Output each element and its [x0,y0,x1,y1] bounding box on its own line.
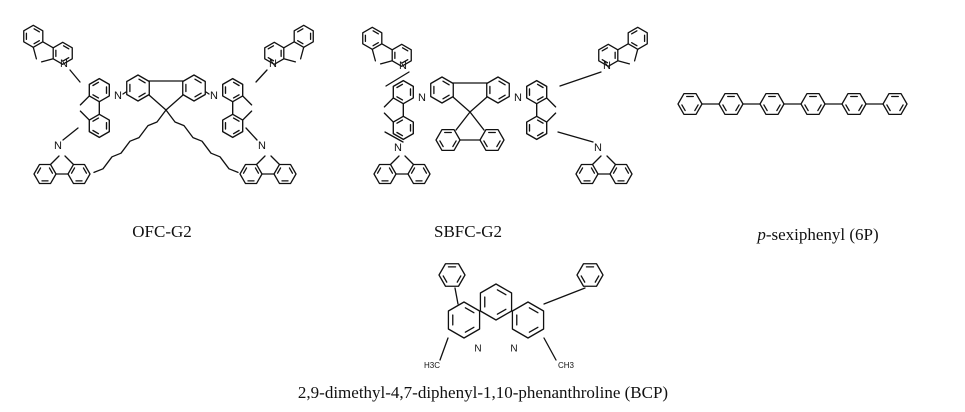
nitrogen-label: N [54,140,62,152]
carbazole-unit [222,77,253,139]
nitrogen-label: N [210,90,218,102]
phenyl-ring-4 [800,92,826,116]
molecule-ofc-g2: N N N N N N [23,24,314,185]
carbazole-unit [383,79,414,141]
carbazole-unit [598,26,648,67]
octyl-chain-left [93,109,167,174]
nitrogen-label: N [399,60,407,72]
phenyl-ring-6 [882,92,908,116]
carbazole-unit [373,155,431,185]
phenanthroline-ring-center [479,283,513,321]
methyl-label-right: CH3 [558,361,575,370]
nitrogen-label: N [510,344,517,355]
phenyl-ring-right [576,263,604,287]
caption-sbfc-g2: SBFC-G2 [433,222,503,241]
carbazole-unit [362,26,412,67]
phenanthroline-ring-right [511,301,545,339]
nitrogen-label: N [258,140,266,152]
carbazole-unit [23,24,73,65]
molecule-sbfc-g2: N N N N N N [362,26,648,185]
carbazole-ring-left [362,26,383,50]
carbazole-unit [33,155,91,185]
methyl-label-left: H3C [424,361,440,370]
molecule-sexiphenyl [677,92,908,116]
phenyl-ring-1 [677,92,703,116]
molecule-bcp: N N H3C CH3 [424,263,604,370]
carbazole-ring-right [627,26,648,50]
carbazole-ring-left [23,24,44,48]
carbazole-unit [79,77,110,139]
nitrogen-label: N [394,142,402,154]
phenyl-ring-5 [841,92,867,116]
phenyl-ring-2 [718,92,744,116]
nitrogen-label: N [114,90,122,102]
nitrogen-label: N [594,142,602,154]
phenyl-ring-3 [759,92,785,116]
carbazole-unit [575,155,633,185]
carbazole-unit [264,24,314,65]
phenanthroline-ring-left [447,301,481,339]
nitrogen-label: N [60,58,68,70]
caption-bcp: 2,9-dimethyl-4,7-diphenyl-1,10-phenanthr… [297,383,669,402]
nitrogen-label: N [418,92,426,104]
octyl-chain-right [165,109,239,174]
carbazole-unit [239,155,297,185]
caption-sexiphenyl: p-sexiphenyl (6P) [757,225,879,244]
phenyl-ring-left [438,263,466,287]
spirofluorene-lower-ring-left [435,128,461,152]
carbazole-unit [526,79,557,141]
nitrogen-label: N [603,60,611,72]
caption-ofc-g2: OFC-G2 [132,222,192,241]
nitrogen-label: N [269,58,277,70]
carbazole-ring-right [293,24,314,48]
nitrogen-label: N [514,92,522,104]
nitrogen-label: N [474,344,481,355]
